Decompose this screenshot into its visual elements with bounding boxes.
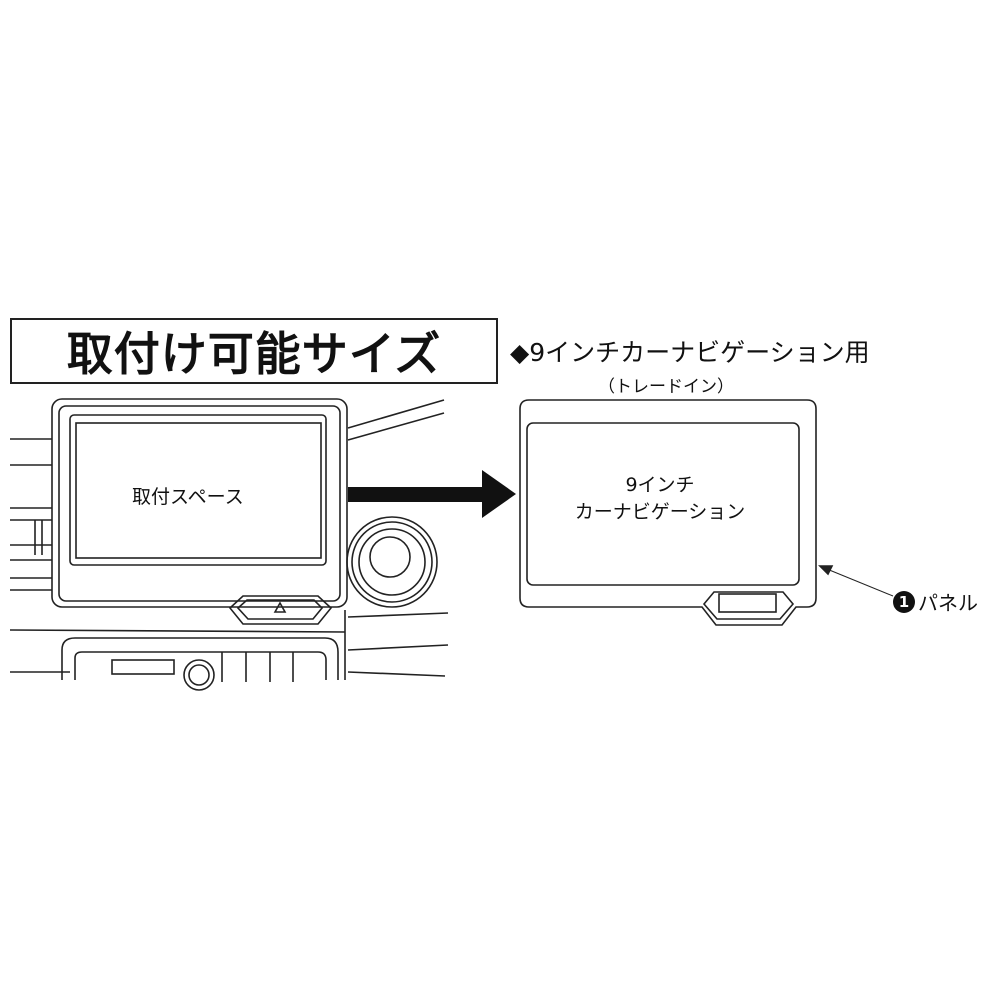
install-space-label: 取付スペース <box>132 486 244 508</box>
install-space-unit <box>51 398 348 625</box>
page-title: 取付け可能サイズ <box>10 318 498 384</box>
arrow-right-icon <box>348 470 516 518</box>
lower-console <box>61 637 339 691</box>
section-subheading: （トレードイン） <box>598 377 734 397</box>
navi-label-line1: 9インチ <box>625 474 695 496</box>
panel-callout: 1 パネル <box>893 587 978 616</box>
section-heading: ◆9インチカーナビゲーション用 <box>510 338 870 367</box>
air-vent <box>346 516 438 608</box>
panel-callout-label: パネル <box>918 591 978 615</box>
navi-panel <box>519 399 894 626</box>
callout-number-badge: 1 <box>893 590 915 613</box>
hazard-icon <box>273 601 287 613</box>
navi-label-line2: カーナビゲーション <box>574 501 746 523</box>
dashboard-lines <box>9 399 449 680</box>
